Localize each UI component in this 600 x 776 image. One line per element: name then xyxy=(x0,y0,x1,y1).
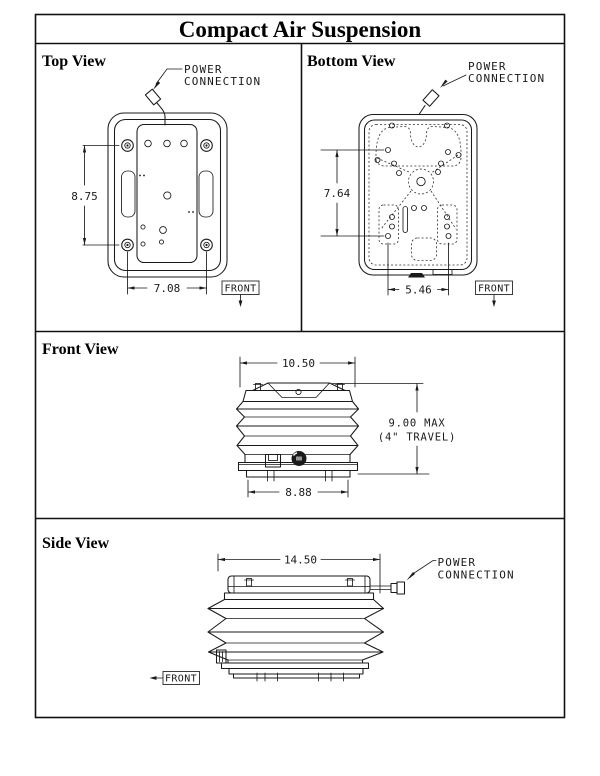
top-view: Top View POWER CONNECTION xyxy=(42,53,261,307)
plate-holes xyxy=(374,122,462,239)
bottom-view-power-callout: POWER CONNECTION xyxy=(418,60,545,116)
plate-holes xyxy=(139,139,194,247)
bottom-view-title: Bottom View xyxy=(307,53,396,70)
travel-dim-text: (4" TRAVEL) xyxy=(378,432,456,444)
front-text: FRONT xyxy=(165,674,197,685)
top-view-width-dimension: 7.08 xyxy=(127,251,207,295)
base-width-dim-text: 8.88 xyxy=(285,486,312,499)
height-dim-text: 7.64 xyxy=(324,187,351,200)
bottom-latch xyxy=(432,269,453,275)
top-view-height-dimension: 8.75 xyxy=(71,145,120,246)
air-port xyxy=(215,649,227,664)
top-view-power-callout: POWER CONNECTION xyxy=(144,63,261,126)
power-label: CONNECTION xyxy=(438,569,515,582)
front-view-title: Front View xyxy=(42,341,119,358)
front-arrow-icon xyxy=(238,300,243,307)
bottom-view: Bottom View POWER CONNECTION xyxy=(307,53,545,307)
front-view-bellows xyxy=(235,400,360,482)
front-text: FRONT xyxy=(224,284,256,295)
side-view: Side View 14.50 POWER CONNECTION xyxy=(42,535,515,685)
power-label: CONNECTION xyxy=(184,75,261,88)
power-wire xyxy=(156,102,166,126)
power-connector-body xyxy=(396,581,406,595)
bottom-view-width-dimension: 5.46 xyxy=(387,242,449,297)
front-view-top-width-dimension: 10.50 xyxy=(239,356,356,388)
side-view-width-dimension: 14.50 xyxy=(217,554,381,594)
bottom-tab xyxy=(408,273,425,278)
power-label: POWER xyxy=(468,60,507,73)
width-dim-text: 14.50 xyxy=(284,554,317,567)
front-text: FRONT xyxy=(478,284,510,295)
bottom-view-front-label: FRONT xyxy=(475,280,513,307)
bottom-view-plate xyxy=(358,113,478,278)
leader-arrow-icon xyxy=(406,572,415,581)
width-dim-text: 7.08 xyxy=(154,282,181,295)
power-connector xyxy=(144,88,162,106)
side-view-bellows xyxy=(207,598,385,682)
front-view: Front View 10.50 xyxy=(42,341,456,499)
top-view-plate xyxy=(107,112,228,278)
front-arrow-icon xyxy=(492,300,496,307)
power-label: POWER xyxy=(184,63,223,76)
top-view-title: Top View xyxy=(42,53,106,70)
power-connector xyxy=(390,582,398,594)
sheet-frame xyxy=(34,13,566,719)
front-view-top-plate xyxy=(242,382,354,403)
height-dim-text: 9.00 MAX xyxy=(389,418,446,430)
top-width-dim-text: 10.50 xyxy=(282,357,315,370)
height-dim-text: 8.75 xyxy=(71,190,98,203)
width-dim-text: 5.46 xyxy=(405,284,432,297)
top-view-front-label: FRONT xyxy=(221,280,260,307)
side-view-front-label: FRONT xyxy=(149,671,200,685)
power-wire xyxy=(418,104,426,116)
leader-arrow-icon xyxy=(153,81,161,90)
sheet-title: Compact Air Suspension xyxy=(179,17,422,42)
front-view-base-width-dimension: 8.88 xyxy=(247,479,349,499)
left-notch xyxy=(121,170,136,218)
bottom-view-height-dimension: 7.64 xyxy=(320,149,385,237)
power-connector xyxy=(422,89,440,107)
leader-arrow-icon xyxy=(440,79,448,88)
slot xyxy=(402,206,408,233)
front-view-height-dimension: 9.00 MAX (4" TRAVEL) xyxy=(331,383,456,475)
power-label: POWER xyxy=(438,556,477,569)
side-view-top-plate xyxy=(223,575,375,601)
right-notch xyxy=(198,170,214,218)
hidden-lines xyxy=(375,126,462,261)
side-view-title: Side View xyxy=(42,535,110,552)
plate-flange xyxy=(223,592,375,601)
side-view-power-callout: POWER CONNECTION xyxy=(369,556,515,595)
front-arrow-icon xyxy=(149,676,157,680)
power-label: CONNECTION xyxy=(468,72,545,85)
corner-bolts xyxy=(121,139,213,252)
